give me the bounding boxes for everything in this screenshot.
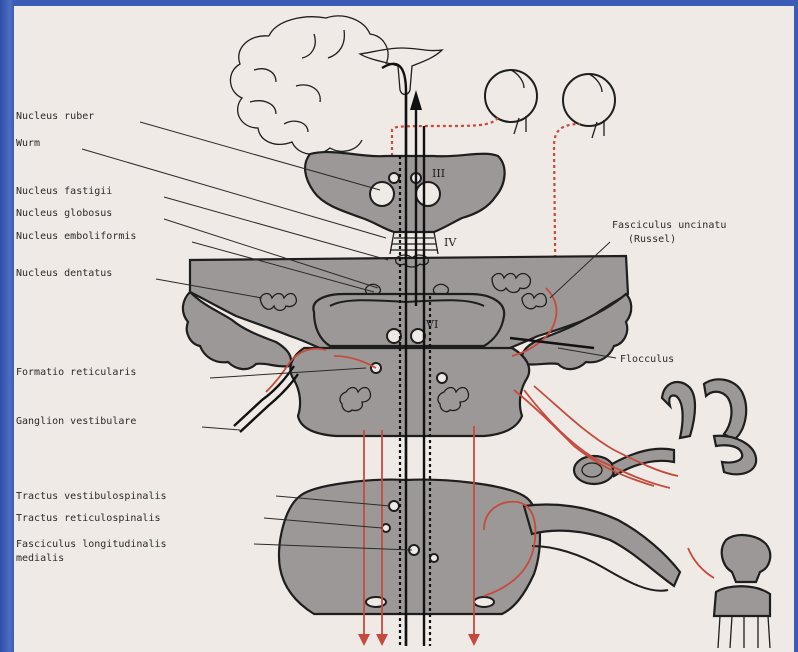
reticular-nucleus-right xyxy=(437,373,447,383)
mlf-ascending-arrow xyxy=(410,90,422,110)
label-fasciculus-uncinatus-line1: Fasciculus uncinatu xyxy=(612,220,726,231)
label-wurm: Wurm xyxy=(16,138,40,149)
diagram-sheet: III IV VI xyxy=(14,6,794,652)
left-eye xyxy=(485,70,537,134)
label-nucleus-globosus: Nucleus globosus xyxy=(16,208,112,219)
label-tractus-reticulospinalis: Tractus reticulospinalis xyxy=(16,513,161,524)
red-tract-arrow-3 xyxy=(468,634,480,646)
medulla-section xyxy=(290,348,529,436)
label-flocculus: Flocculus xyxy=(620,354,674,365)
label-formatio-reticularis: Formatio reticularis xyxy=(16,367,136,378)
anterior-horn-left xyxy=(366,597,386,607)
right-eye xyxy=(563,74,615,138)
trochlear-isthmus xyxy=(390,232,438,254)
red-tract-arrow-1 xyxy=(358,634,370,646)
label-nucleus-dentatus: Nucleus dentatus xyxy=(16,268,112,279)
numeral-iv: IV xyxy=(444,236,457,249)
inner-ear-labyrinth xyxy=(574,379,756,484)
vestibulospinal-tract-dot xyxy=(389,501,399,511)
cerebral-hemisphere-outline xyxy=(230,16,388,154)
label-fasciculus-uncinatus-line2: (Russel) xyxy=(628,234,676,245)
label-fasciculus-longitudinalis-line2: medialis xyxy=(16,553,64,564)
numeral-iii: III xyxy=(432,167,445,180)
red-tract-arrow-2 xyxy=(376,634,388,646)
label-nucleus-emboliformis: Nucleus emboliformis xyxy=(16,231,136,242)
anterior-horn-right xyxy=(474,597,494,607)
vestibular-nerve-left-2 xyxy=(240,374,298,432)
label-tractus-vestibulospinalis: Tractus vestibulospinalis xyxy=(16,491,167,502)
mlf-dot-right xyxy=(430,554,438,562)
ventricle-shape xyxy=(360,48,442,95)
vestibular-pathways-diagram: III IV VI xyxy=(14,6,794,652)
label-nucleus-ruber: Nucleus ruber xyxy=(16,111,94,122)
label-fasciculus-longitudinalis-line1: Fasciculus longitudinalis xyxy=(16,539,167,550)
joint-illustration xyxy=(714,535,770,648)
oculomotor-nucleus-left xyxy=(389,173,399,183)
oculomotor-fiber-left-eye xyxy=(392,118,498,156)
reticulospinal-tract-dot xyxy=(382,524,390,532)
label-ganglion-vestibulare: Ganglion vestibulare xyxy=(16,416,136,427)
numeral-vi: VI xyxy=(425,318,438,331)
label-nucleus-fastigii: Nucleus fastigii xyxy=(16,186,112,197)
spinal-nerve-branch xyxy=(524,505,680,586)
trochlear-striations xyxy=(390,238,438,250)
